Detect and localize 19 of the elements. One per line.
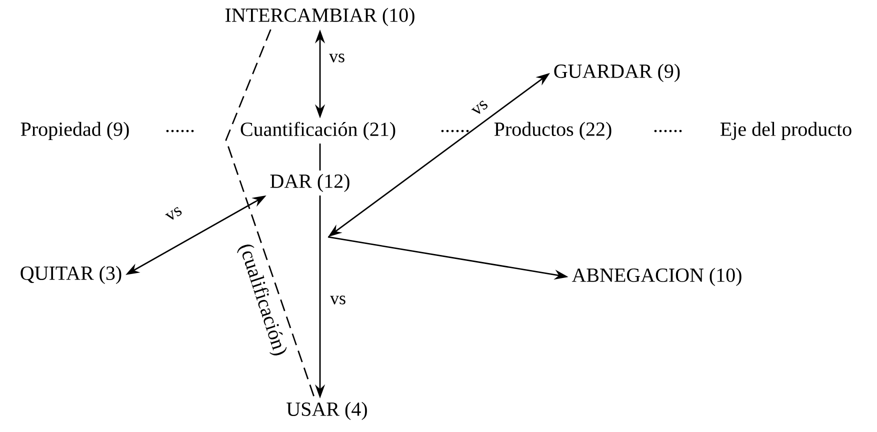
edge-label: vs [328,294,348,306]
term-text: Cuantificación (21) [240,122,396,140]
dotted-leader: ...... [441,130,469,132]
term-text: GUARDAR (9) [554,64,680,82]
edge-label: vs [162,203,186,225]
dotted-leader: ...... [166,130,194,132]
term-text: Productos (22) [494,122,612,140]
dotted-leader: ...... [654,130,682,132]
term-text: USAR (4) [286,402,367,420]
edge-label: vs [468,96,492,120]
edge-label: vs [327,52,347,64]
term-text: Propiedad (9) [20,122,129,140]
term-text: Eje del producto [720,122,852,140]
dashed-line [225,29,316,399]
term-text: INTERCAMBIAR (10) [225,8,414,26]
term-text: ABNEGACION (10) [572,268,742,286]
connector-line [319,144,321,171]
term-text: QUITAR (3) [20,266,122,284]
term-text: DAR (12) [270,174,350,192]
